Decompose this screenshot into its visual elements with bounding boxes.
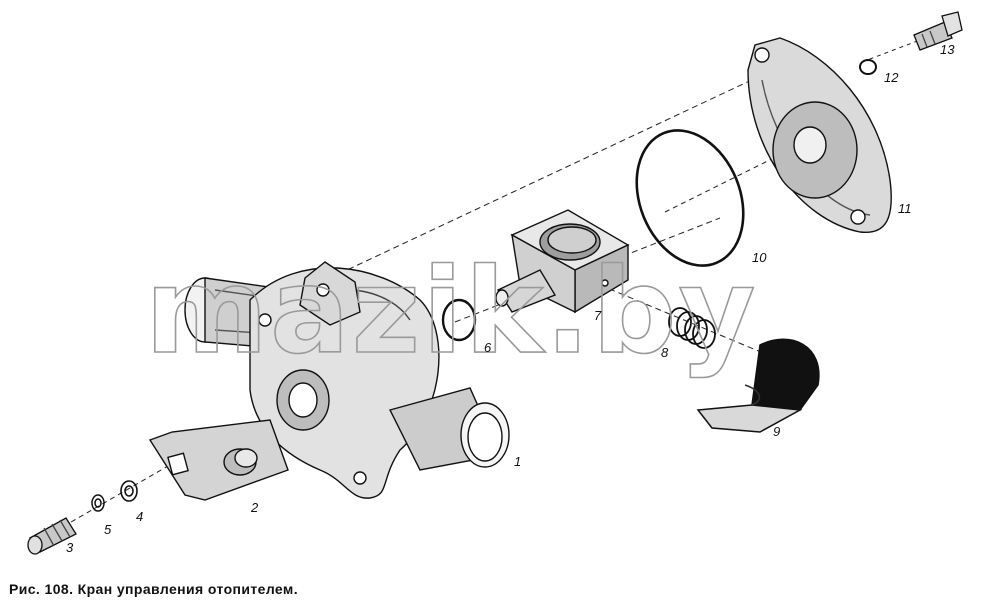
gasket-part-10 bbox=[635, 129, 745, 267]
cover-part-11 bbox=[747, 37, 892, 234]
valve-body-part-1 bbox=[184, 261, 510, 499]
label-part-13: 13 bbox=[940, 42, 955, 57]
watermark: mazik.by bbox=[145, 242, 757, 380]
figure-caption: Рис. 108. Кран управления отопителем. bbox=[9, 581, 298, 597]
label-part-11: 11 bbox=[898, 201, 912, 216]
label-part-1: 1 bbox=[514, 454, 521, 469]
label-part-7: 7 bbox=[594, 308, 602, 323]
label-part-2: 2 bbox=[250, 500, 259, 515]
label-part-8: 8 bbox=[661, 345, 669, 360]
lever-plate-part-2 bbox=[148, 419, 289, 501]
spring-washer-part-12 bbox=[859, 59, 877, 75]
clip-part-9 bbox=[696, 338, 820, 433]
label-part-10: 10 bbox=[752, 250, 767, 265]
label-part-5: 5 bbox=[104, 522, 112, 537]
o-ring-part-6 bbox=[441, 298, 477, 342]
part-labels: 1 2 3 4 5 6 7 8 9 10 11 12 13 bbox=[66, 42, 955, 555]
bolt-part-13 bbox=[913, 11, 963, 51]
label-part-3: 3 bbox=[66, 540, 74, 555]
label-part-4: 4 bbox=[136, 509, 143, 524]
screw-part-3 bbox=[27, 517, 77, 555]
valve-plug-part-7 bbox=[495, 209, 630, 314]
label-part-12: 12 bbox=[884, 70, 899, 85]
washer-part-4 bbox=[120, 480, 138, 502]
label-part-9: 9 bbox=[773, 424, 780, 439]
label-part-6: 6 bbox=[484, 340, 492, 355]
spring-part-8 bbox=[668, 307, 716, 349]
washer-part-5 bbox=[91, 494, 105, 512]
